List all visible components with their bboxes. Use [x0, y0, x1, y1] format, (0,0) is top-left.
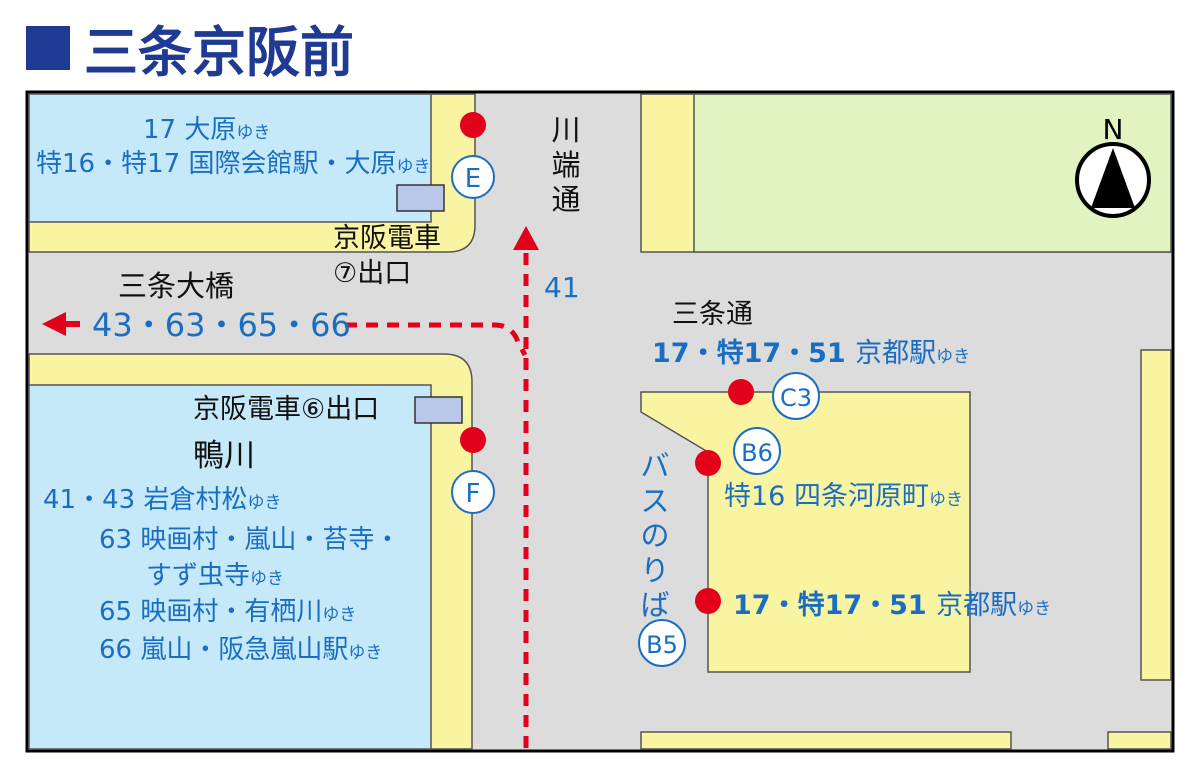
- area-kamogawa: 鴨川: [193, 438, 255, 474]
- exit6-label: 京阪電車⑥出口: [193, 394, 379, 425]
- svg-text:B5: B5: [646, 631, 678, 659]
- street-sanjo-ohashi: 三条大橋: [118, 269, 234, 303]
- exit7-label-line1: 京阪電車: [333, 223, 441, 254]
- compass-arrow-icon: [1091, 148, 1135, 208]
- stop-E-dot: [460, 112, 486, 138]
- sidewalk-bottom-right: [1107, 731, 1172, 750]
- stop-C3-dot: [728, 379, 754, 405]
- bus-area-label: バスのりば: [640, 449, 669, 622]
- route-F-line1: 41・43 岩倉村松ゆき: [43, 485, 281, 515]
- stop-B6-dot: [695, 450, 721, 476]
- exit6-box: [414, 396, 463, 424]
- arrow-west-icon: [42, 312, 66, 336]
- exit7-label-line2: ⑦出口: [333, 258, 411, 289]
- route-west-arrow-label: 43・63・65・66: [92, 306, 351, 344]
- compass-n-label: N: [1103, 113, 1124, 146]
- route-E-line1: 17 大原ゆき: [143, 115, 270, 145]
- route-line-west: [345, 322, 528, 357]
- svg-text:E: E: [465, 164, 481, 194]
- bus-terminal-island: [640, 391, 971, 673]
- title-square-icon: [26, 26, 70, 70]
- arrow-north-icon: [513, 226, 539, 250]
- stop-B6-badge: B6: [733, 427, 781, 475]
- river-bank-upper: [28, 93, 432, 223]
- street-sanjo: 三条通: [672, 299, 753, 330]
- route-F-line3: すず虫寺ゆき: [146, 561, 284, 591]
- stop-B5-dot: [695, 588, 721, 614]
- street-kawabata: 川端通: [551, 113, 580, 217]
- route-F-line2: 63 映画村・嵐山・苔寺・: [99, 525, 400, 555]
- river-bank-lower: [28, 384, 432, 750]
- route-F-line5: 66 嵐山・阪急嵐山駅ゆき: [99, 635, 382, 665]
- stop-C3-badge: C3: [772, 372, 820, 420]
- stop-E-badge: E: [451, 155, 495, 199]
- route-B6: 特16 四条河原町ゆき: [724, 481, 963, 512]
- exit7-box: [396, 184, 445, 212]
- route-E-line2: 特16・特17 国際会館駅・大原ゆき: [36, 149, 430, 179]
- stop-F-badge: F: [451, 470, 495, 514]
- sidewalk-right-edge: [1140, 349, 1172, 681]
- route-B5: 17・特17・51 京都駅ゆき: [733, 590, 1051, 621]
- route-C3: 17・特17・51 京都駅ゆき: [652, 338, 970, 369]
- page-title: 三条京阪前: [84, 21, 354, 84]
- sidewalk-bottom-mid: [640, 731, 1012, 750]
- stop-F-dot: [460, 427, 486, 453]
- svg-text:C3: C3: [780, 384, 812, 412]
- svg-text:B6: B6: [741, 439, 773, 467]
- route-F-line4: 65 映画村・有栖川ゆき: [99, 597, 356, 627]
- stop-B5-badge: B5: [638, 619, 686, 667]
- svg-text:F: F: [466, 479, 481, 509]
- route-north-arrow-label: 41: [544, 271, 580, 304]
